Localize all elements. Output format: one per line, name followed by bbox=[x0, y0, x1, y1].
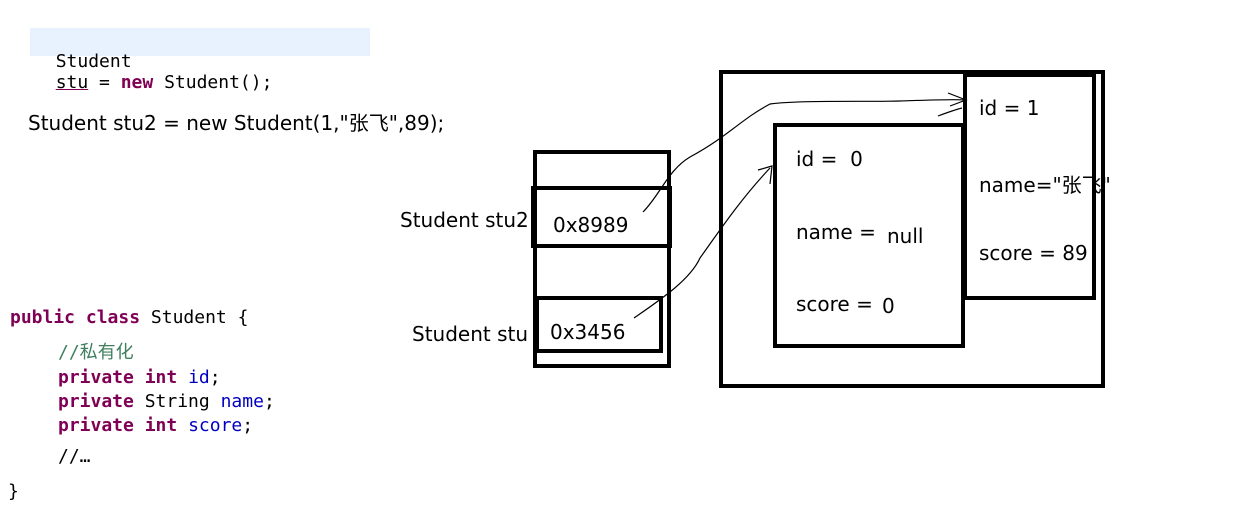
arrow-stu2-to-custom bbox=[642, 98, 966, 213]
code-eq: = bbox=[88, 72, 121, 93]
stack-value-stu: 0x3456 bbox=[550, 320, 626, 344]
arrowhead-stu bbox=[757, 165, 773, 185]
stack-value-stu2: 0x8989 bbox=[553, 213, 629, 237]
kw-private: private bbox=[58, 391, 134, 412]
kw-private: private bbox=[58, 367, 134, 388]
obj-default-score-label: score = bbox=[796, 292, 880, 316]
type-string: String bbox=[144, 391, 210, 412]
kw-private: private bbox=[58, 415, 134, 436]
obj-custom-name: name="张飞" bbox=[979, 173, 1111, 197]
obj-custom-score: score = 89 bbox=[979, 241, 1088, 265]
arrowhead-stu2 bbox=[947, 92, 968, 107]
kw-public: public bbox=[10, 307, 76, 328]
field-name: id bbox=[188, 367, 210, 388]
comment-private: //私有化 bbox=[58, 342, 134, 363]
obj-default-id: id = 0 bbox=[796, 147, 863, 171]
class-close-brace: } bbox=[8, 481, 19, 502]
code-ctor: Student(); bbox=[153, 72, 273, 93]
obj-default-score-value: 0 bbox=[882, 294, 895, 318]
class-decl-line: public class Student { bbox=[10, 307, 248, 328]
heap-object-custom bbox=[963, 73, 1096, 300]
code-kw-new: new bbox=[120, 72, 154, 93]
stack-label-stu2: Student stu2 bbox=[400, 208, 529, 232]
kw-class: class bbox=[85, 307, 141, 328]
stack-frame bbox=[533, 150, 671, 368]
field-name: score bbox=[188, 415, 243, 436]
field-score-line: private int score; bbox=[58, 415, 254, 436]
ellipsis-comment: //… bbox=[58, 446, 91, 467]
arrow-stu-to-default bbox=[633, 167, 771, 319]
field-name-line: private String name; bbox=[58, 391, 275, 412]
code-line-declare-stu: Student stu = new Student(); bbox=[34, 30, 273, 93]
kw-int: int bbox=[144, 415, 178, 436]
stack-slot-stu bbox=[535, 296, 663, 353]
kw-int: int bbox=[144, 367, 178, 388]
code-line-declare-stu2: Student stu2 = new Student(1,"张飞",89); bbox=[28, 111, 445, 135]
field-id-line: private int id; bbox=[58, 367, 221, 388]
code-var-stu: stu bbox=[55, 72, 89, 93]
code-highlight-bg bbox=[30, 28, 370, 56]
stack-slot-stu2 bbox=[531, 186, 672, 248]
field-name: name bbox=[220, 391, 264, 412]
obj-custom-id: id = 1 bbox=[979, 96, 1040, 120]
obj-default-name-value: null bbox=[887, 224, 924, 248]
obj-default-name-label: name = bbox=[796, 220, 883, 244]
class-name: Student { bbox=[150, 307, 249, 328]
stack-label-stu: Student stu bbox=[412, 322, 529, 346]
arrow-tail-stu2 bbox=[937, 107, 963, 117]
code-type: Student bbox=[55, 51, 132, 72]
